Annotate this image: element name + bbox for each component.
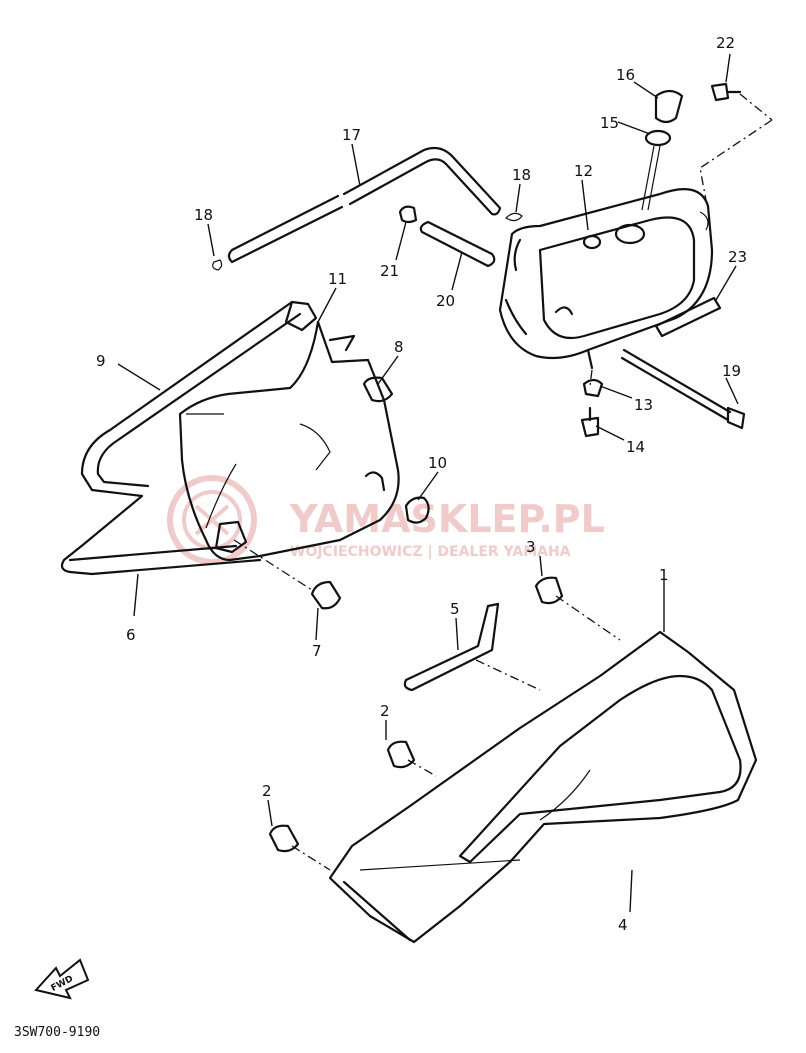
grommet-3 (534, 576, 564, 605)
diagram-code: 3SW700-9190 (14, 1025, 100, 1040)
forward-arrow-icon: FWD (34, 958, 90, 1000)
bolt-22 (710, 82, 742, 102)
callout-10: 10 (428, 454, 447, 472)
grommet-7 (310, 580, 342, 610)
gasket-15 (641, 129, 672, 211)
callout-17: 17 (342, 126, 361, 144)
callout-18-left: 18 (194, 206, 213, 224)
callout-9: 9 (96, 352, 106, 370)
callout-19: 19 (722, 362, 741, 380)
callout-2-lower: 2 (262, 782, 272, 800)
tube-17 (227, 146, 502, 264)
callout-22: 22 (716, 34, 735, 52)
callout-12: 12 (574, 162, 593, 180)
callout-23: 23 (728, 248, 747, 266)
callout-20: 20 (436, 292, 455, 310)
grommet-8 (362, 376, 394, 403)
watermark-brand: YAMASKLEP.PL (289, 497, 605, 541)
callout-3: 3 (526, 538, 536, 556)
callout-6: 6 (126, 626, 136, 644)
hose-5 (403, 602, 500, 692)
callout-13: 13 (634, 396, 653, 414)
callout-11: 11 (328, 270, 347, 288)
callout-21: 21 (380, 262, 399, 280)
callout-5: 5 (450, 600, 460, 618)
clip-18-right (505, 212, 523, 222)
dash-lines (233, 93, 773, 871)
callout-16: 16 (616, 66, 635, 84)
callout-2-upper: 2 (380, 702, 390, 720)
callout-8: 8 (394, 338, 404, 356)
clip-18-left (212, 259, 223, 271)
oil-tank-12 (498, 188, 714, 370)
callout-18-right: 18 (512, 166, 531, 184)
callout-15: 15 (600, 114, 619, 132)
side-cover-4 (328, 630, 758, 944)
callout-14: 14 (626, 438, 645, 456)
watermark-tagline: WOJCIECHOWICZ | DEALER YAMAHA (290, 544, 571, 560)
filler-cap-16 (654, 89, 684, 124)
hose-20 (419, 220, 496, 268)
callout-1: 1 (659, 566, 669, 584)
bracket-23 (654, 296, 722, 338)
callout-7: 7 (312, 642, 322, 660)
nut-13 (582, 378, 604, 398)
screw-14 (580, 406, 600, 438)
side-cover-11 (178, 320, 400, 562)
front-marker-label: FWD (50, 974, 75, 994)
callout-4: 4 (618, 916, 628, 934)
grommet-2-lower (268, 824, 300, 853)
callouts: 1 2 2 3 4 5 6 7 8 9 10 11 12 13 14 15 16… (96, 34, 747, 934)
grommet-2-upper (386, 740, 416, 769)
leaders (117, 53, 739, 913)
cover-frame-9 (60, 300, 318, 576)
watermark: YAMASKLEP.PL WOJCIECHOWICZ | DEALER YAMA… (167, 475, 605, 565)
bolt-19 (620, 348, 746, 430)
grommet-10 (364, 471, 430, 524)
grommet-21 (398, 205, 418, 224)
